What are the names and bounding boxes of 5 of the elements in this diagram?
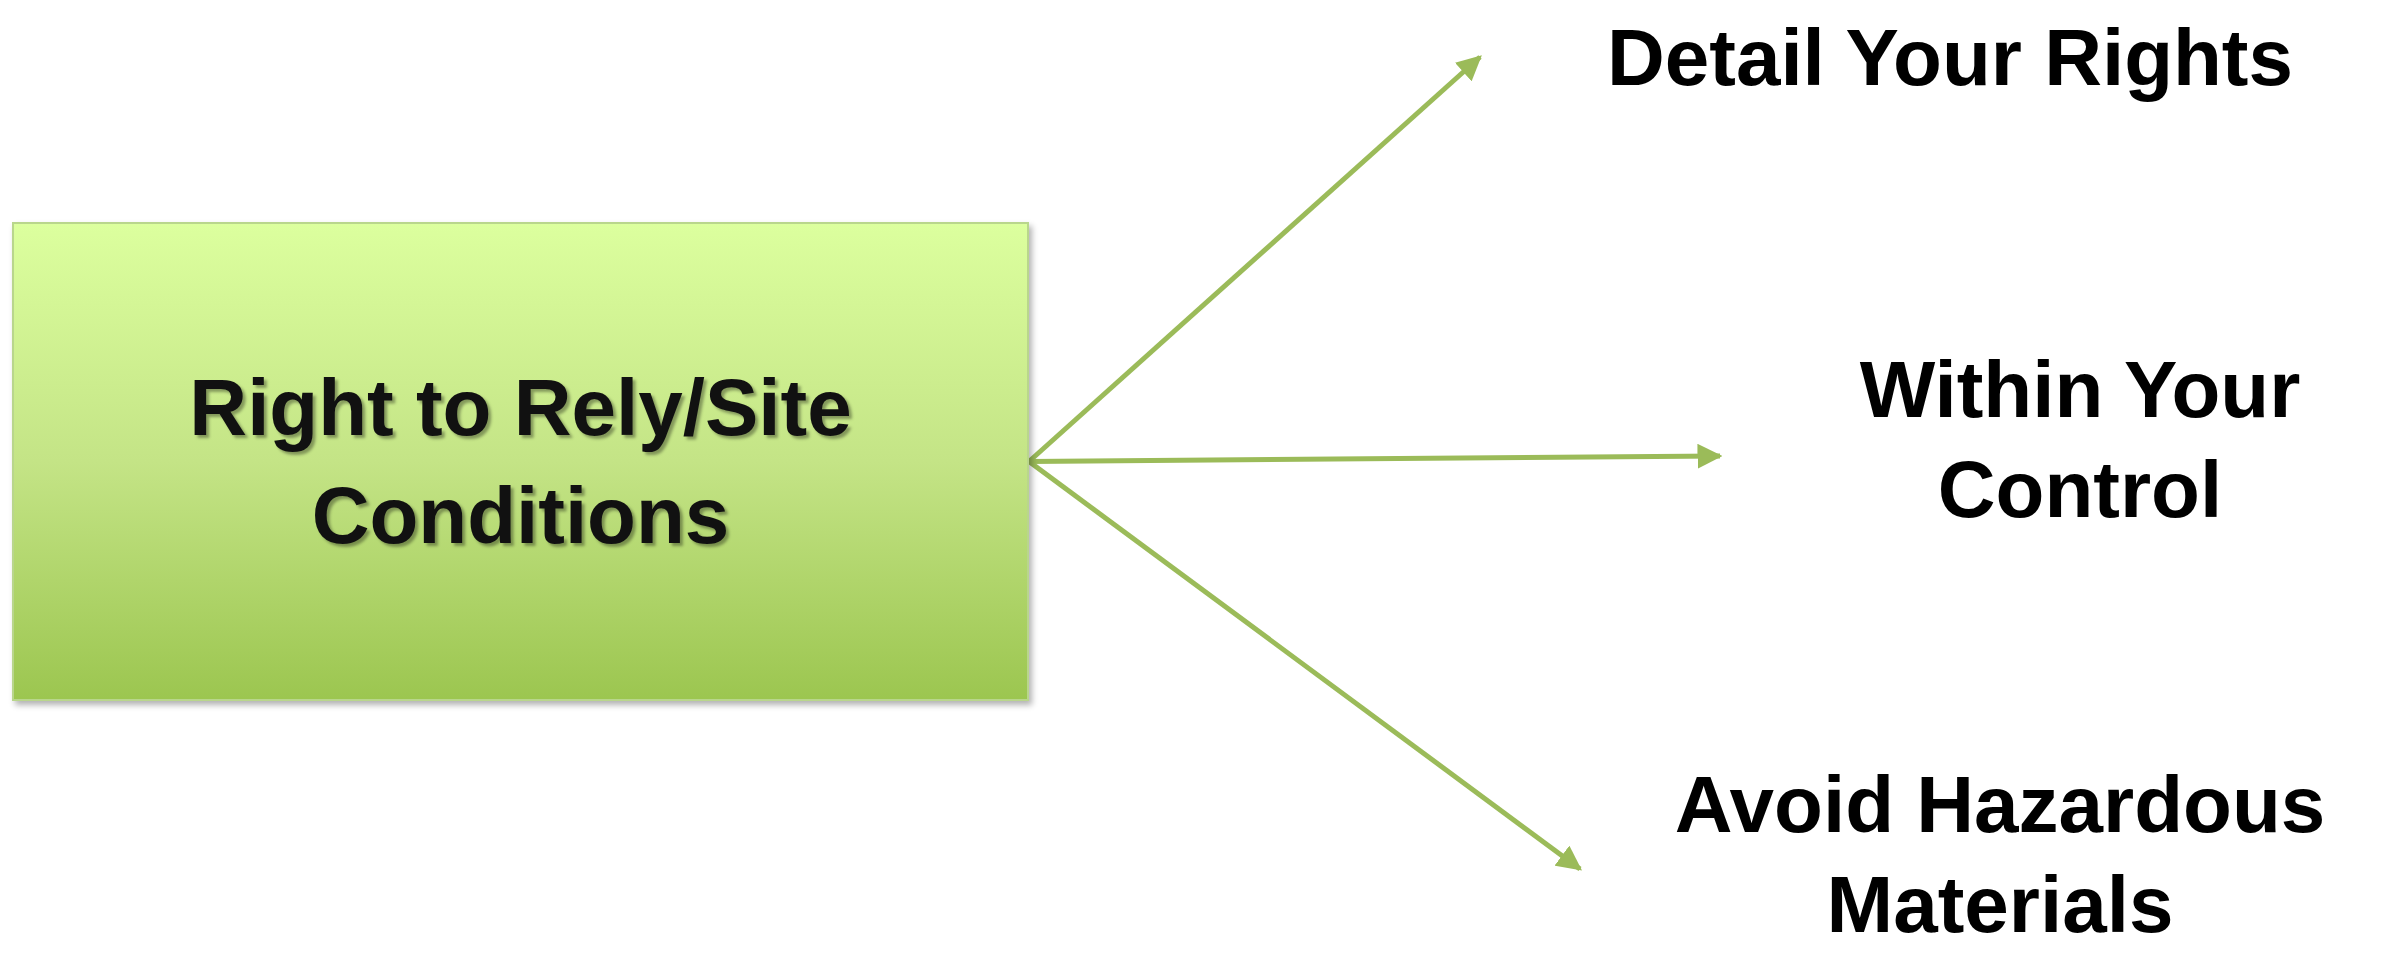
- outcome-text: Avoid Hazardous Materials: [1620, 755, 2380, 955]
- outcome-text: Within Your Control: [1800, 340, 2360, 540]
- outcome-text: Detail Your Rights: [1520, 8, 2380, 108]
- box-label: Right to Rely/Site Conditions: [188, 361, 853, 562]
- process-box: [12, 222, 1029, 701]
